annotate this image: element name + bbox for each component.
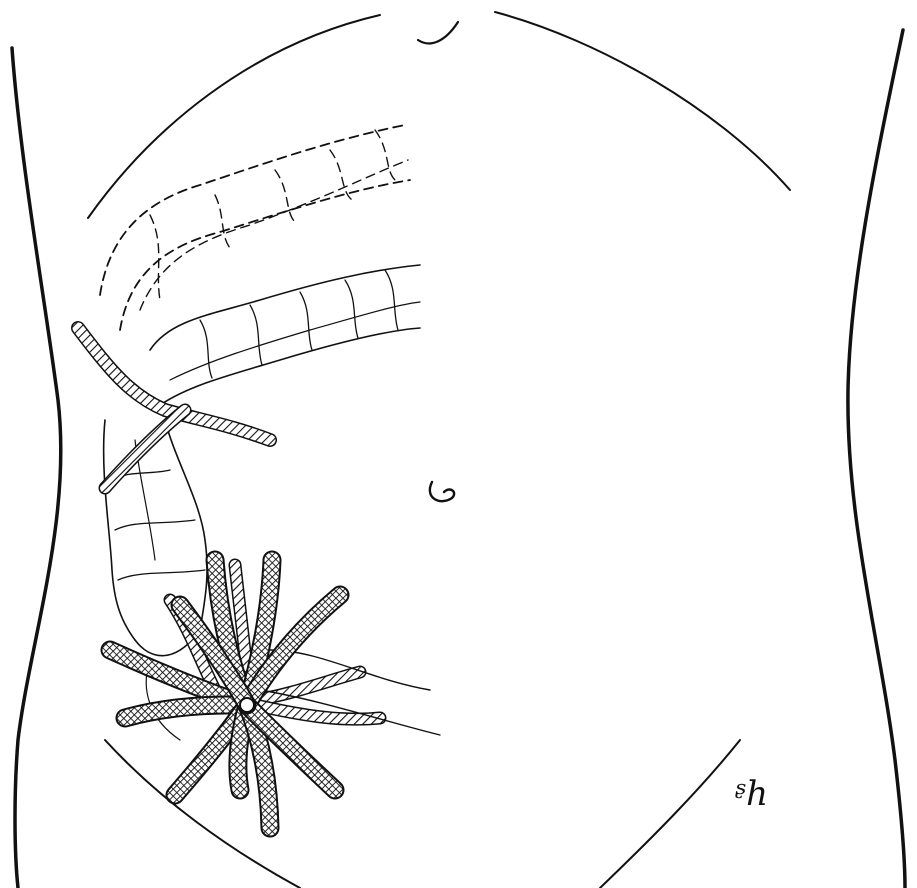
artist-signature: ᶳh	[735, 774, 768, 814]
mcburney-point-icon	[240, 698, 254, 712]
right-costal-margin	[495, 12, 790, 190]
transverse-colon-solid	[150, 265, 420, 405]
xiphoid-notch-icon	[418, 22, 458, 43]
right-flank-line	[848, 30, 905, 888]
navel-icon	[430, 482, 454, 501]
transverse-colon-dashed	[100, 125, 410, 330]
left-costal-margin	[88, 15, 380, 218]
left-flank-line	[12, 48, 61, 888]
right-inguinal-line	[600, 740, 740, 888]
